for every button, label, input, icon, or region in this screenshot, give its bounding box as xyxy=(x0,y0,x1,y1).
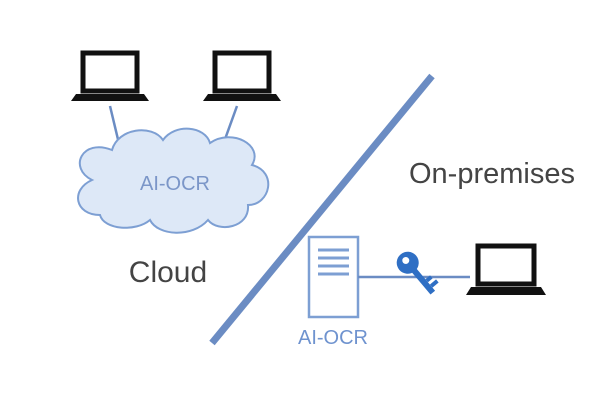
cloud-icon xyxy=(77,127,270,234)
connector-right-laptop-to-cloud xyxy=(222,105,239,143)
onprem-zone-label: On-premises xyxy=(409,158,575,190)
cloud-zone-label: Cloud xyxy=(129,256,207,289)
cloud-service-label: AI-OCR xyxy=(140,173,210,195)
zone-divider xyxy=(209,73,435,346)
laptop-icon xyxy=(71,50,149,101)
laptop-icon xyxy=(466,243,546,295)
server-label: AI-OCR xyxy=(298,327,368,349)
server-icon xyxy=(307,235,360,319)
laptop-icon xyxy=(203,50,281,101)
key-icon xyxy=(396,251,439,295)
